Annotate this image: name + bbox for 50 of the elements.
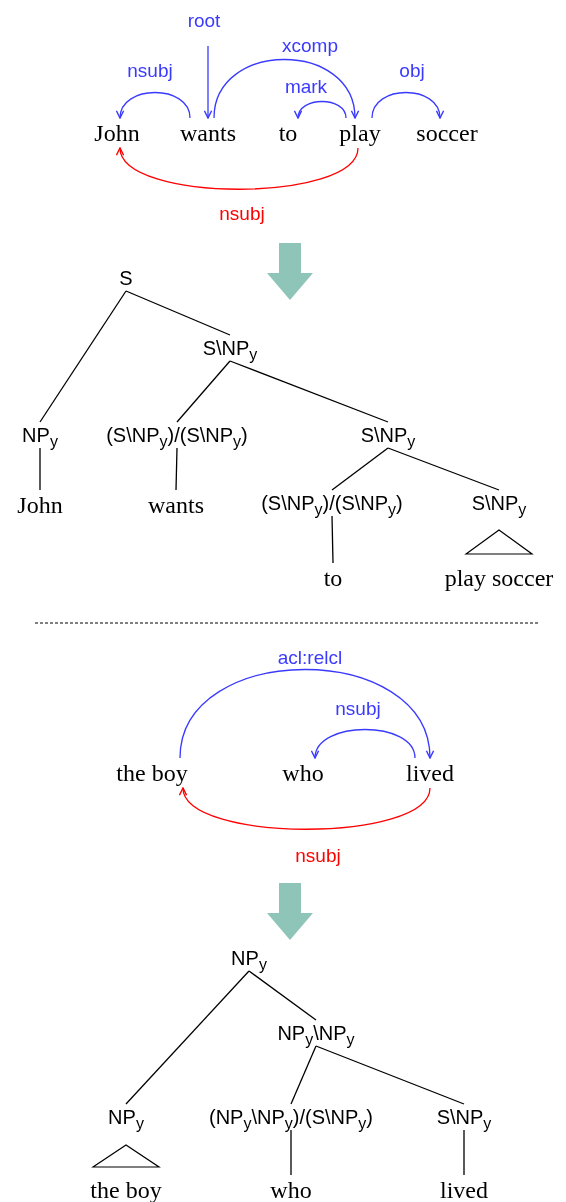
tree-branch-line: [125, 290, 231, 336]
dependency-arrow: [213, 58, 359, 119]
tree-branch-line: [248, 970, 317, 1021]
word-text: soccer: [414, 118, 480, 148]
category-label: NP$_{y}$\NP$_{y}$: [275, 1020, 357, 1046]
category-label: NP$_{y}$: [229, 945, 269, 971]
dependency-arrow: [371, 91, 444, 119]
category-label: S: [117, 265, 135, 291]
word-text: lived: [438, 1175, 490, 1202]
tree-branch-line: [331, 515, 334, 564]
category-label: S\NP$_{y}$: [200, 335, 260, 361]
tree-branch-line: [39, 290, 127, 423]
dependency-arrow: [295, 100, 347, 119]
tree-branch-line: [125, 970, 250, 1105]
tree-branch-line: [315, 1045, 465, 1105]
category-label: S\NP$_{y}$: [358, 422, 418, 448]
word-text: wants: [178, 118, 238, 148]
category-label: (NP$_{y}$\NP$_{y}$)/(S\NP$_{y}$): [207, 1104, 375, 1130]
dependency-arrow: [203, 45, 213, 119]
word-text: play soccer: [443, 564, 555, 593]
tree-branch-line: [229, 360, 389, 423]
word-text: wants: [146, 490, 206, 520]
dependency-arrow: [179, 668, 433, 759]
category-label: (S\NP$_{y}$)/(S\NP$_{y}$): [259, 490, 405, 516]
word-text: lived: [404, 758, 456, 788]
dependency-arrow: [117, 91, 191, 119]
dependency-arrow: [312, 728, 416, 759]
category-label: S\NP$_{y}$: [434, 1104, 494, 1130]
tree-branch-line: [463, 1129, 465, 1176]
word-text: play: [337, 118, 383, 148]
word-text: John: [15, 490, 65, 520]
word-text: who: [280, 758, 326, 788]
tree-branch-line: [290, 1045, 317, 1105]
dependency-arrow: [181, 787, 431, 830]
tree-branch-line: [331, 447, 389, 491]
category-label: NP$_{y}$: [20, 422, 60, 448]
word-text: John: [92, 118, 142, 148]
tree-branch-line: [387, 447, 500, 491]
category-label: (S\NP$_{y}$)/(S\NP$_{y}$): [104, 422, 250, 448]
tree-branch-line: [175, 447, 178, 491]
category-label: S\NP$_{y}$: [469, 490, 529, 516]
word-text: to: [276, 118, 300, 148]
word-text: the boy: [114, 758, 190, 788]
dependency-arrow: [118, 147, 359, 190]
tree-branch-line: [176, 360, 231, 423]
word-text: who: [268, 1175, 314, 1202]
category-label: NP$_{y}$: [106, 1104, 146, 1130]
tree-branch-line: [290, 1129, 292, 1176]
tree-branch-line: [39, 447, 41, 491]
word-text: to: [321, 563, 345, 593]
